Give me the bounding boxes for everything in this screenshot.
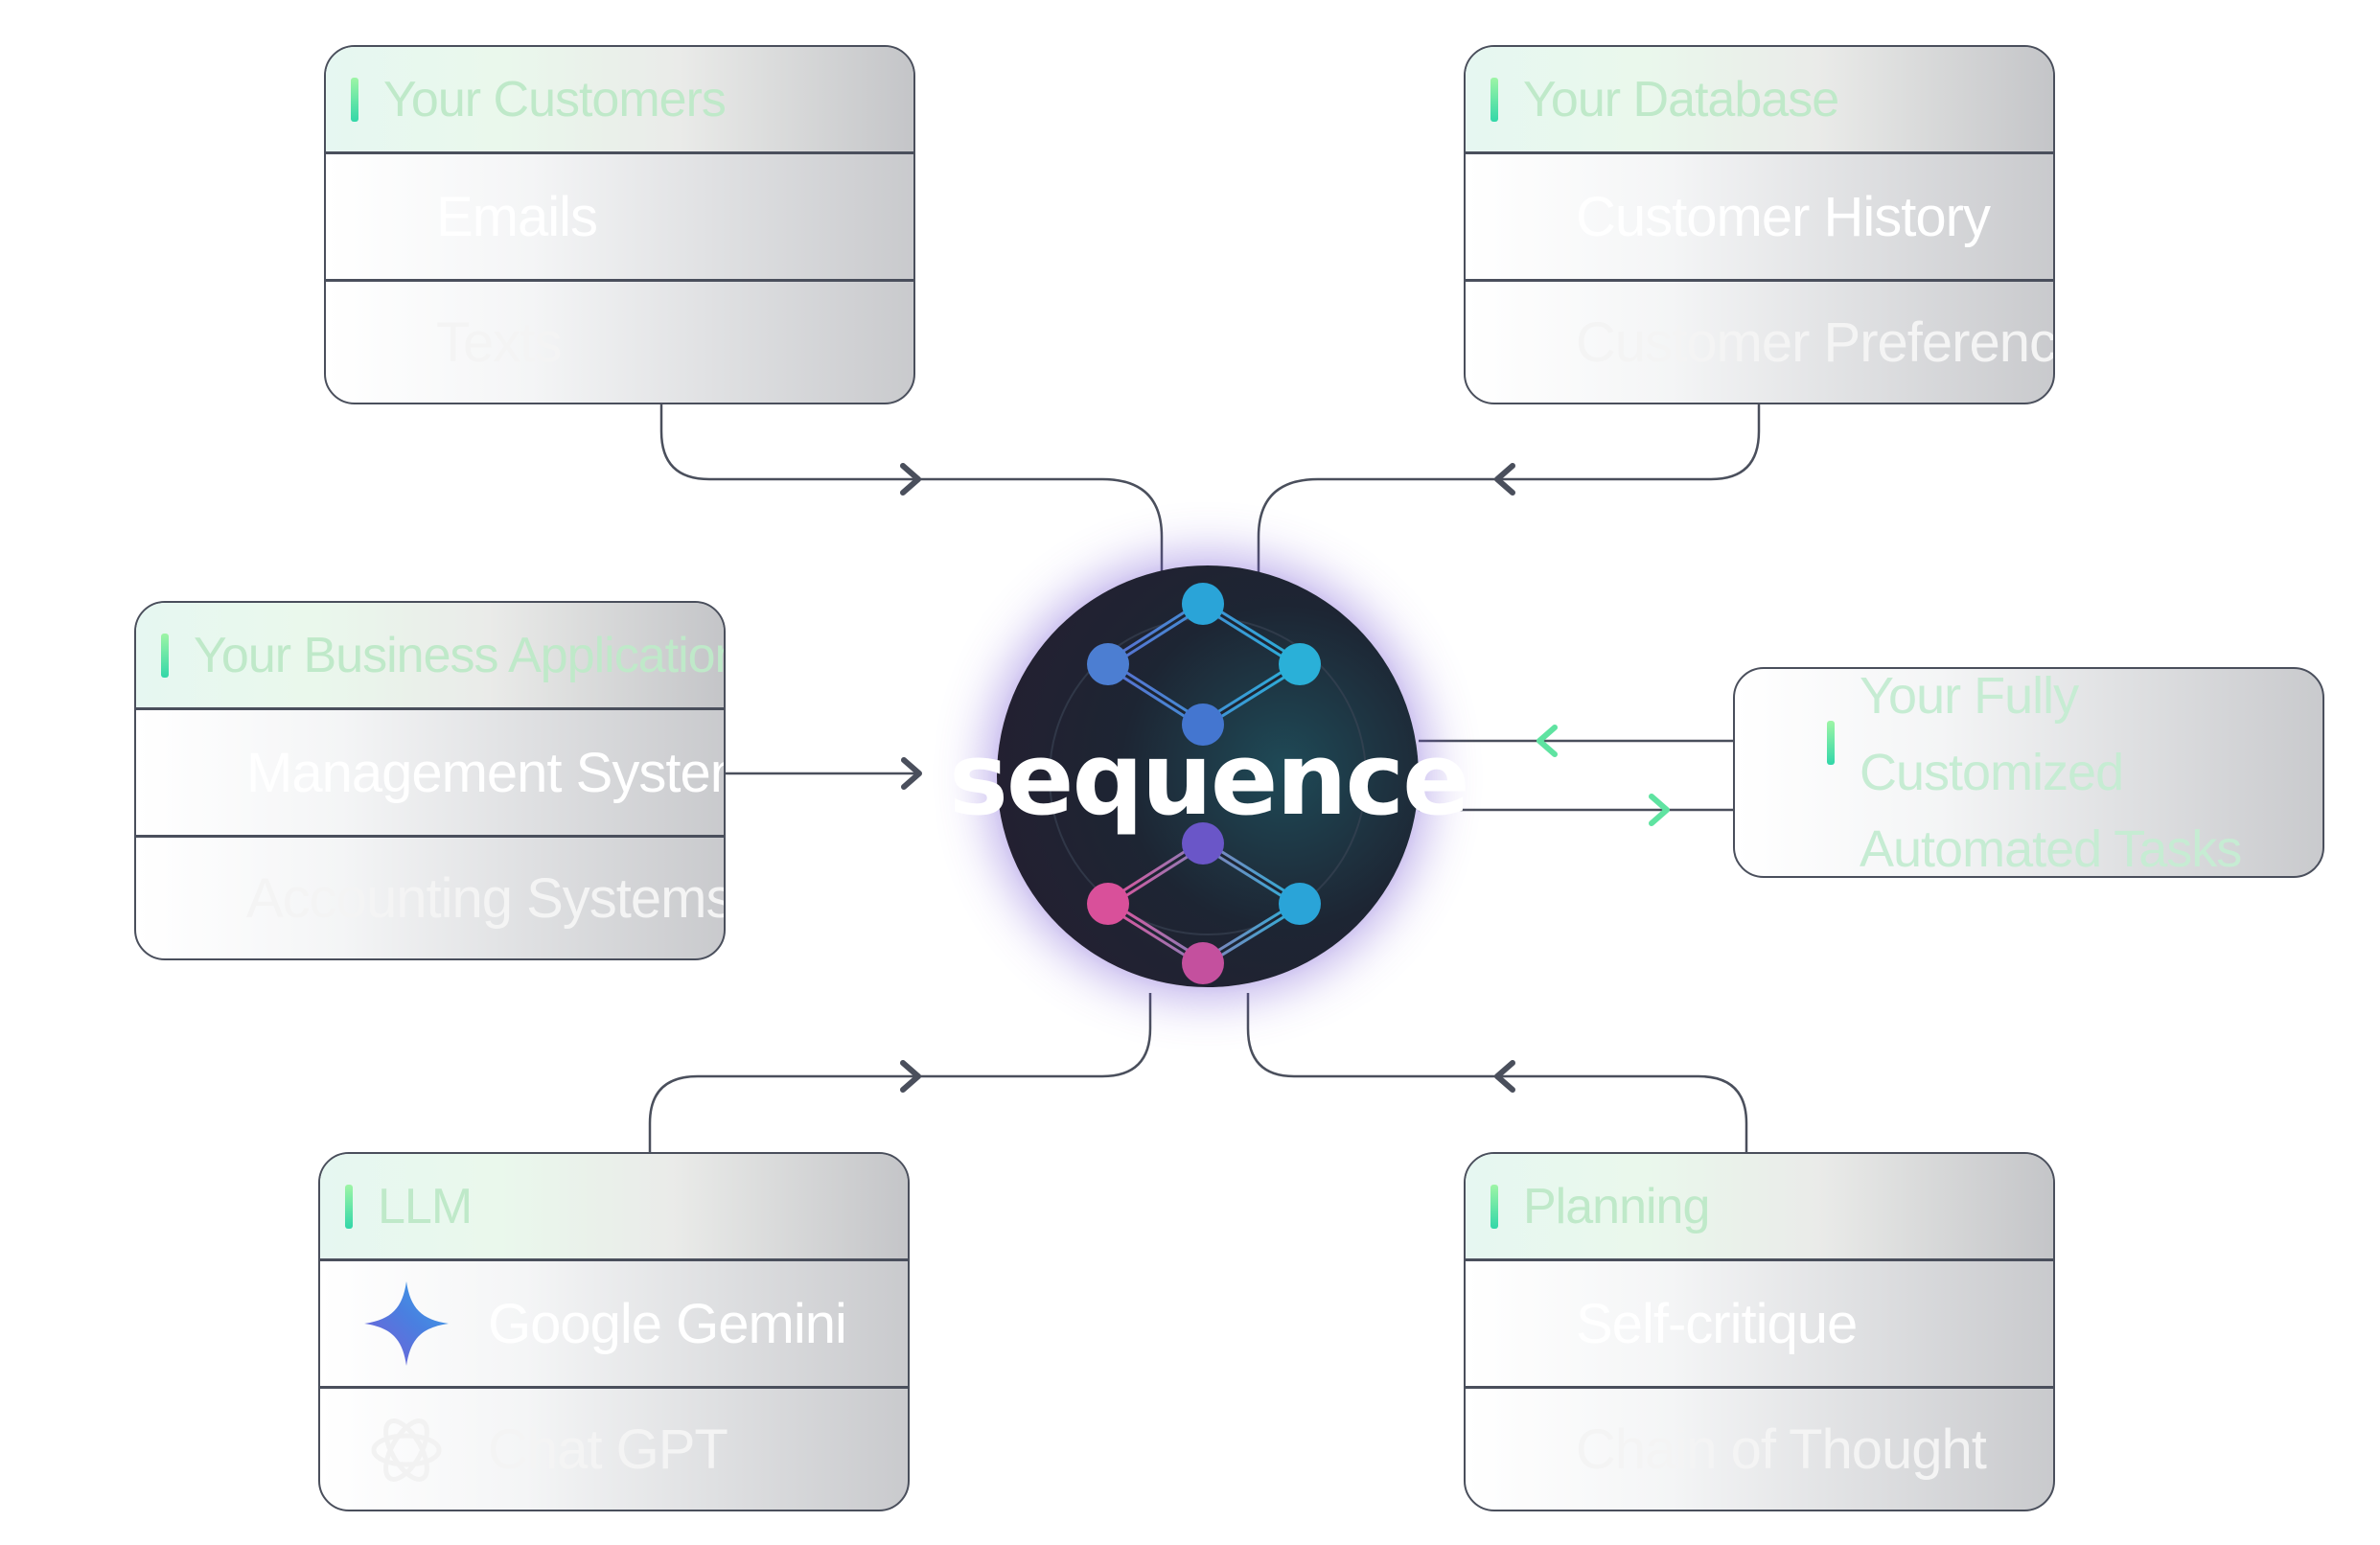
- llm-item-chatgpt: Chat GPT: [320, 1386, 908, 1510]
- business-item-management: Management Systems: [246, 741, 724, 804]
- connector-database: [1257, 404, 1761, 575]
- database-card-header: Your Database: [1466, 47, 2053, 154]
- customers-item-emails: Emails: [436, 185, 598, 248]
- tasks-title-line2: Automated Tasks: [1860, 820, 2242, 878]
- planning-item-chain-of-thought: Chain of Thought: [1466, 1386, 2053, 1510]
- customers-card-header: Your Customers: [326, 47, 913, 154]
- business-item-accounting: Accounting Systems: [136, 835, 724, 958]
- accent-bar: [1490, 1184, 1498, 1229]
- business-card-header: Your Business Applications: [136, 603, 724, 710]
- database-card: Your Database Customer History Customer …: [1464, 45, 2055, 404]
- planning-card-title: Planning: [1523, 1178, 1710, 1234]
- llm-item-gemini: Google Gemini: [320, 1261, 908, 1386]
- database-item-history: Customer History: [1576, 185, 1991, 248]
- database-card-title: Your Database: [1523, 71, 1839, 127]
- tasks-card-title: Your Fully Customized Automated Tasks: [1860, 667, 2322, 878]
- arrow-database: [1494, 463, 1515, 496]
- arrow-planning: [1494, 1060, 1515, 1093]
- llm-chatgpt-label: Chat GPT: [488, 1418, 728, 1481]
- customers-item-texts: Texts: [326, 279, 913, 403]
- sequence-wordmark: sequence: [949, 721, 1470, 838]
- tasks-card: Your Fully Customized Automated Tasks: [1733, 667, 2324, 878]
- planning-card-header: Planning: [1466, 1154, 2053, 1261]
- accent-bar: [345, 1184, 353, 1229]
- connector-planning: [1246, 993, 1748, 1152]
- llm-card: LLM Google Gemini: [318, 1152, 910, 1511]
- database-item-preferences: Customer Preferences: [1466, 279, 2053, 403]
- connector-customers: [659, 404, 1164, 575]
- accent-bar: [161, 633, 169, 678]
- arrow-tasks-in: [1537, 725, 1558, 757]
- arrow-tasks-out: [1649, 794, 1670, 826]
- planning-item-self-critique: Self-critique: [1576, 1292, 1858, 1355]
- connector-llm: [648, 993, 1152, 1152]
- tasks-title-line1: Your Fully Customized: [1860, 667, 2124, 801]
- accent-bar: [1827, 721, 1835, 765]
- sequence-hub: [997, 565, 1419, 987]
- openai-knot-icon: [360, 1404, 452, 1496]
- arrow-customers: [900, 463, 921, 496]
- gemini-sparkle-icon: [360, 1278, 452, 1370]
- llm-card-header: LLM: [320, 1154, 908, 1261]
- arrow-llm: [900, 1060, 921, 1093]
- business-card: Your Business Applications Management Sy…: [134, 601, 726, 960]
- arrow-business: [901, 757, 922, 790]
- accent-bar: [351, 77, 358, 122]
- customers-card: Your Customers Emails Texts: [324, 45, 915, 404]
- accent-bar: [1490, 77, 1498, 122]
- customers-card-title: Your Customers: [383, 71, 727, 127]
- business-card-title: Your Business Applications: [194, 627, 726, 683]
- llm-gemini-label: Google Gemini: [488, 1292, 847, 1355]
- planning-card: Planning Self-critique Chain of Thought: [1464, 1152, 2055, 1511]
- hub-network-graphic: [1049, 583, 1367, 984]
- llm-card-title: LLM: [378, 1178, 473, 1234]
